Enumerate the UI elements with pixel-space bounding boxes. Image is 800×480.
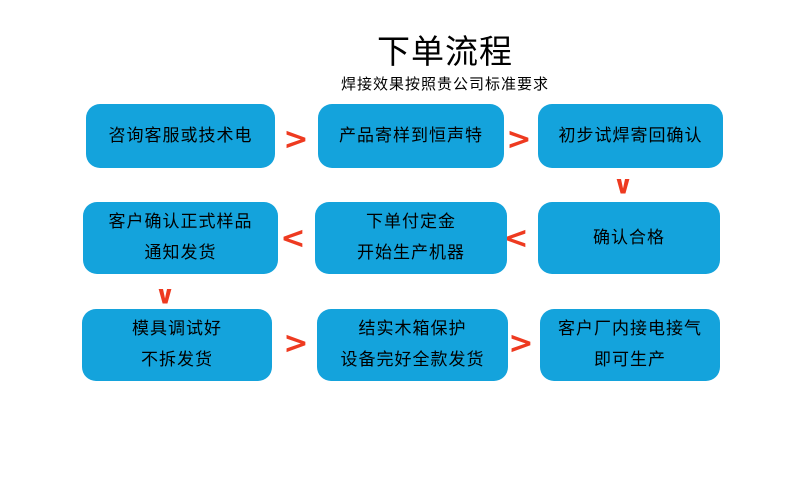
flow-box-mold-ready: 模具调试好 不拆发货 — [82, 309, 272, 381]
arrow-right-icon: > — [283, 122, 309, 157]
arrow-left-icon: < — [503, 221, 529, 256]
flow-box-text: 设备完好全款发货 — [340, 350, 485, 370]
arrow-down-icon: ∨ — [154, 280, 176, 310]
flow-box-text: 初步试焊寄回确认 — [558, 125, 703, 146]
flow-box-text: 客户确认正式样品 — [108, 212, 253, 232]
arrow-right-icon: > — [506, 122, 532, 157]
flow-box-text: 咨询客服或技术电 — [108, 125, 253, 146]
flow-box-text: 产品寄样到恒声特 — [339, 125, 483, 146]
arrow-right-icon: > — [508, 326, 534, 361]
flow-box-text: 客户厂内接电接气 — [558, 319, 702, 339]
flow-box-consult: 咨询客服或技术电 — [86, 104, 275, 168]
flow-box-text: 即可生产 — [594, 350, 666, 370]
arrow-left-icon: < — [280, 221, 306, 256]
flow-box-customer-production: 客户厂内接电接气 即可生产 — [540, 309, 720, 381]
flow-box-text: 确认合格 — [593, 227, 665, 248]
arrow-down-icon: ∨ — [612, 170, 634, 200]
flow-box-text: 开始生产机器 — [357, 243, 465, 263]
flow-box-text: 不拆发货 — [141, 350, 213, 370]
arrow-right-icon: > — [283, 326, 309, 361]
flow-box-order-deposit: 下单付定金 开始生产机器 — [315, 202, 507, 274]
flow-box-text: 通知发货 — [144, 243, 217, 263]
flow-box-send-sample: 产品寄样到恒声特 — [318, 104, 504, 168]
flow-box-crate-full-payment: 结实木箱保护 设备完好全款发货 — [317, 309, 508, 381]
page-title: 下单流程 — [377, 32, 513, 71]
flow-box-text: 下单付定金 — [366, 212, 456, 232]
flow-box-confirm-qualified: 确认合格 — [538, 202, 720, 274]
flow-box-text: 结实木箱保护 — [358, 319, 467, 339]
header: 下单流程 焊接效果按照贵公司标准要求 — [90, 33, 800, 94]
flow-box-trial-weld-confirm: 初步试焊寄回确认 — [538, 104, 723, 168]
flow-box-confirm-sample-ship: 客户确认正式样品 通知发货 — [83, 202, 278, 274]
flow-box-text: 模具调试好 — [132, 319, 222, 339]
page-subtitle: 焊接效果按照贵公司标准要求 — [340, 75, 549, 93]
